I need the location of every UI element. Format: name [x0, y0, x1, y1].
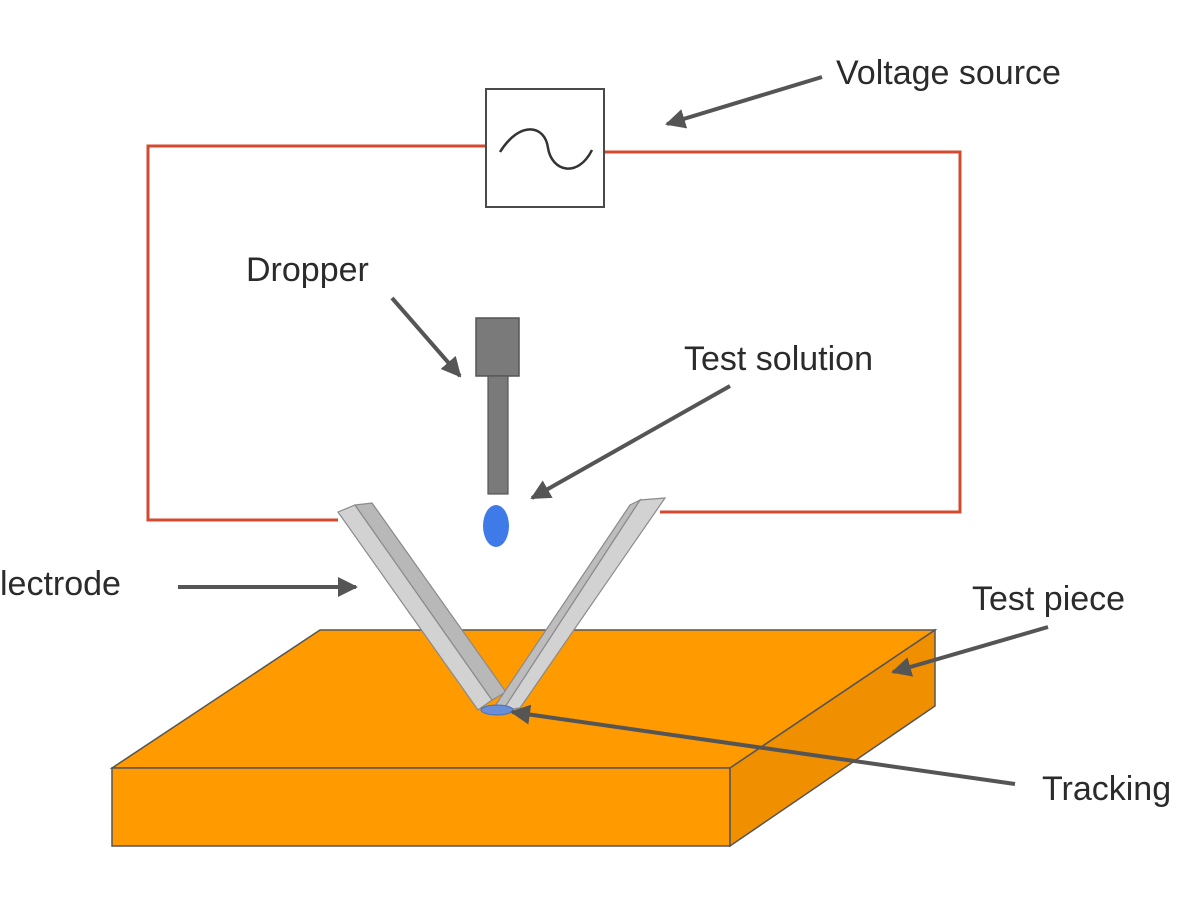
label-electrode: lectrode [0, 565, 121, 603]
circuit-wire-right [605, 150, 962, 514]
label-test-solution: Test solution [684, 340, 873, 378]
test-piece-front [111, 767, 731, 847]
arrow-test-solution [530, 384, 731, 500]
sine-wave-icon [498, 128, 594, 170]
test-solution-droplet [483, 505, 509, 547]
test-piece-side [729, 628, 936, 848]
dropper-nozzle [487, 375, 509, 495]
arrow-voltage-source [665, 75, 823, 129]
dropper-body [475, 317, 520, 377]
label-voltage-source: Voltage source [836, 54, 1061, 92]
label-tracking: Tracking [1042, 770, 1172, 808]
circuit-wire-left [146, 144, 485, 522]
arrow-tracking [510, 704, 1016, 786]
tracking-spot [480, 704, 514, 716]
label-test-piece: Test piece [972, 580, 1126, 618]
voltage-source-box [485, 88, 605, 208]
label-dropper: Dropper [246, 251, 369, 289]
arrow-dropper [390, 296, 462, 378]
arrow-test-piece [891, 625, 1049, 677]
